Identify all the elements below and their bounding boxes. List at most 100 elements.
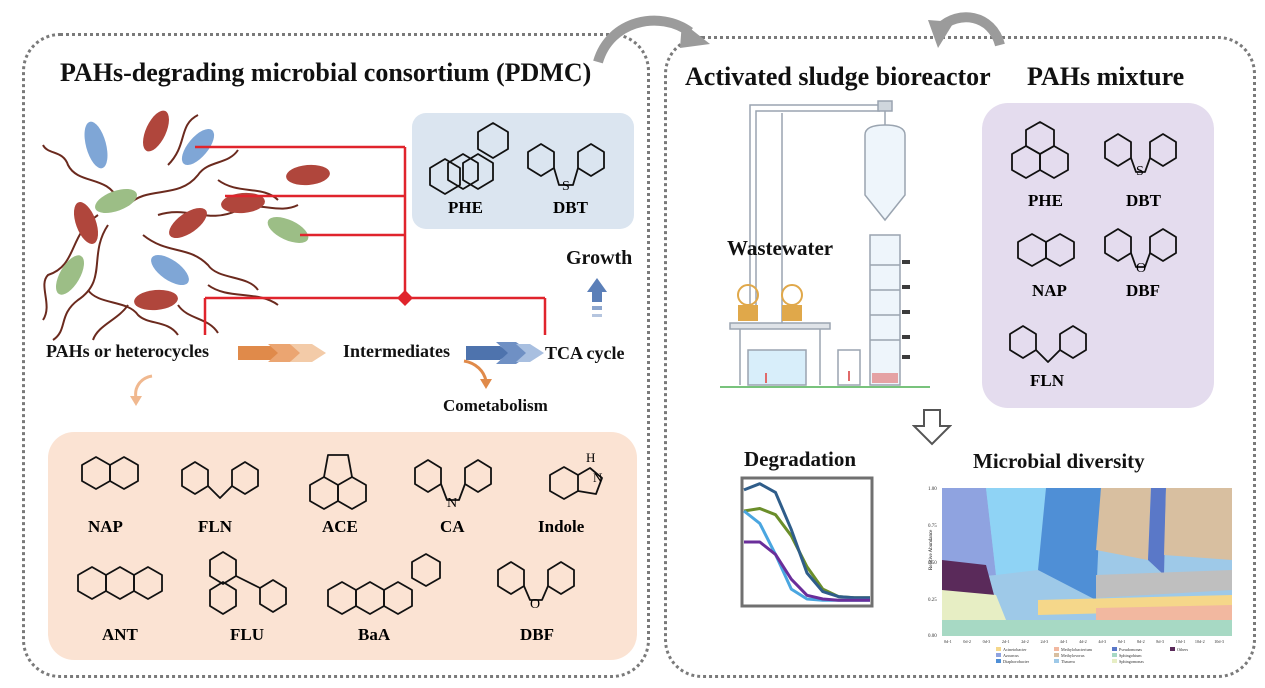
sulfur-atom: S xyxy=(562,179,570,194)
diversity-legend-swatch xyxy=(1112,647,1117,651)
diversity-xtick: 8d-2 xyxy=(1137,639,1145,644)
pathway-lines xyxy=(195,145,547,335)
degradation-series-line xyxy=(743,482,870,600)
diversity-legend-label: Methylovorus xyxy=(1061,653,1085,658)
mixture-label: DBF xyxy=(1126,281,1160,300)
diversity-legend-swatch xyxy=(1112,653,1117,657)
compound-label: CA xyxy=(440,517,465,536)
hydrogen-atom: H xyxy=(586,450,595,465)
degradation-frame xyxy=(740,476,874,608)
diversity-xtick: 4d-2 xyxy=(1079,639,1087,644)
diversity-legend-swatch xyxy=(1054,659,1059,663)
orange-flow-arrow xyxy=(238,344,326,362)
growth-compounds: PHE S DBT xyxy=(429,122,605,217)
diversity-legend-swatch xyxy=(1112,659,1117,663)
compound-label: ACE xyxy=(322,517,358,536)
mixture-title: PAHs mixture xyxy=(1027,62,1185,91)
diversity-legend-label: Methylobacterium xyxy=(1061,647,1093,652)
bacteria-cluster xyxy=(42,110,330,341)
cometabolism-compounds: N H N O NAP FLN ACE CA Indole ANT FLU Ba… xyxy=(77,450,603,644)
mixture-compounds: S O PHE DBT NAP DBF FLN xyxy=(1009,121,1177,390)
diversity-axis-label: Relative Abundance xyxy=(929,529,934,570)
diversity-xtick: 2d-3 xyxy=(1041,639,1049,644)
cometabolism-label: Cometabolism xyxy=(443,396,548,415)
diversity-xtick: 0d-2 xyxy=(963,639,971,644)
tca-cycle-label: TCA cycle xyxy=(545,343,625,363)
diversity-xtick: 10d-2 xyxy=(1195,639,1205,644)
diversity-ytick: 1.00 xyxy=(928,487,937,492)
sulfur-atom: S xyxy=(1136,164,1144,179)
down-arrow-icon xyxy=(912,409,952,446)
diversity-xtick: 8d-1 xyxy=(1118,639,1126,644)
oxygen-atom: O xyxy=(1136,261,1146,276)
cometabolism-curve-arrow-left xyxy=(130,374,153,406)
mixture-label: NAP xyxy=(1032,281,1067,300)
intermediates-label: Intermediates xyxy=(343,341,450,361)
mixture-label: PHE xyxy=(1028,191,1063,210)
nitrogen-atom: N xyxy=(447,496,457,511)
cometabolism-curve-arrow xyxy=(463,359,492,389)
compound-label: Indole xyxy=(538,517,585,536)
mixture-label: DBT xyxy=(1126,191,1162,210)
diversity-ytick: 0.00 xyxy=(928,634,937,639)
oxygen-atom: O xyxy=(530,597,540,612)
reactor-title: Activated sludge bioreactor xyxy=(685,62,991,91)
substrate-label: PAHs or heterocycles xyxy=(46,341,209,361)
compound-label: FLU xyxy=(230,625,264,644)
diversity-legend-swatch xyxy=(1054,647,1059,651)
diversity-legend-label: Thauera xyxy=(1061,659,1075,664)
diversity-ytick: 0.50 xyxy=(928,561,937,566)
growth-label: Growth xyxy=(566,247,633,269)
diversity-legend-label: Azoarcus xyxy=(1003,653,1019,658)
diversity-title: Microbial diversity xyxy=(973,449,1145,473)
cycle-arrows xyxy=(593,15,710,64)
cometabolism-substrates-box xyxy=(48,432,637,660)
diversity-xtick: 2d-2 xyxy=(1021,639,1029,644)
diversity-xtick: 0d-1 xyxy=(944,639,952,644)
compound-label: ANT xyxy=(102,625,139,644)
diversity-ytick: 0.75 xyxy=(928,524,937,529)
cycle-arrow-right xyxy=(928,12,1005,48)
degradation-chart xyxy=(740,476,874,608)
diversity-stacks xyxy=(942,488,1232,636)
wastewater-label: Wastewater xyxy=(727,236,834,260)
diversity-xtick: 10d-3 xyxy=(1214,639,1224,644)
diversity-ytick: 0.25 xyxy=(928,598,937,603)
diversity-xtick: 10d-1 xyxy=(1176,639,1186,644)
growth-up-arrow xyxy=(587,278,607,317)
phe-molecule xyxy=(429,122,509,195)
growth-compound-label: DBT xyxy=(553,198,589,217)
diversity-legend-swatch xyxy=(1170,647,1175,651)
diversity-legend-label: Sphingobium xyxy=(1119,653,1142,658)
compound-label: DBF xyxy=(520,625,554,644)
growth-compound-label: PHE xyxy=(448,198,483,217)
mixture-label: FLN xyxy=(1030,371,1065,390)
diversity-legend-label: Acinetobacter xyxy=(1003,647,1027,652)
pdmc-title: PAHs-degrading microbial consortium (PDM… xyxy=(60,58,592,87)
indole-nitrogen-atom: N xyxy=(593,470,603,485)
degradation-title: Degradation xyxy=(744,447,856,471)
diversity-chart: Relative Abundance 1.00 0.75 0.50 0.25 0… xyxy=(928,487,1232,664)
growth-substrates-box xyxy=(412,113,634,229)
degradation-series-line xyxy=(744,540,870,602)
blue-flow-arrow xyxy=(466,342,544,364)
diversity-legend-swatch xyxy=(996,647,1001,651)
diversity-legend-swatch xyxy=(996,653,1001,657)
diversity-legend-label: Diaphorobacter xyxy=(1003,659,1030,664)
diversity-xtick: 8d-3 xyxy=(1156,639,1164,644)
diversity-xtick: 4d-1 xyxy=(1060,639,1068,644)
pdmc-panel xyxy=(22,33,650,678)
diversity-xtick: 0d-3 xyxy=(983,639,991,644)
compound-label: BaA xyxy=(358,625,391,644)
dbt-molecule xyxy=(527,143,605,186)
bioreactor-panel xyxy=(664,36,1256,678)
diversity-legend-swatch xyxy=(1054,653,1059,657)
compound-label: FLN xyxy=(198,517,233,536)
diversity-legend-swatch xyxy=(996,659,1001,663)
diversity-xtick: 2d-1 xyxy=(1002,639,1010,644)
bioreactor-illustration xyxy=(720,100,930,388)
diversity-legend-label: Sphingomonas xyxy=(1119,659,1144,664)
compound-label: NAP xyxy=(88,517,123,536)
diversity-legend-label: Pseudomonas xyxy=(1119,647,1142,652)
diversity-xtick: 4d-3 xyxy=(1098,639,1106,644)
